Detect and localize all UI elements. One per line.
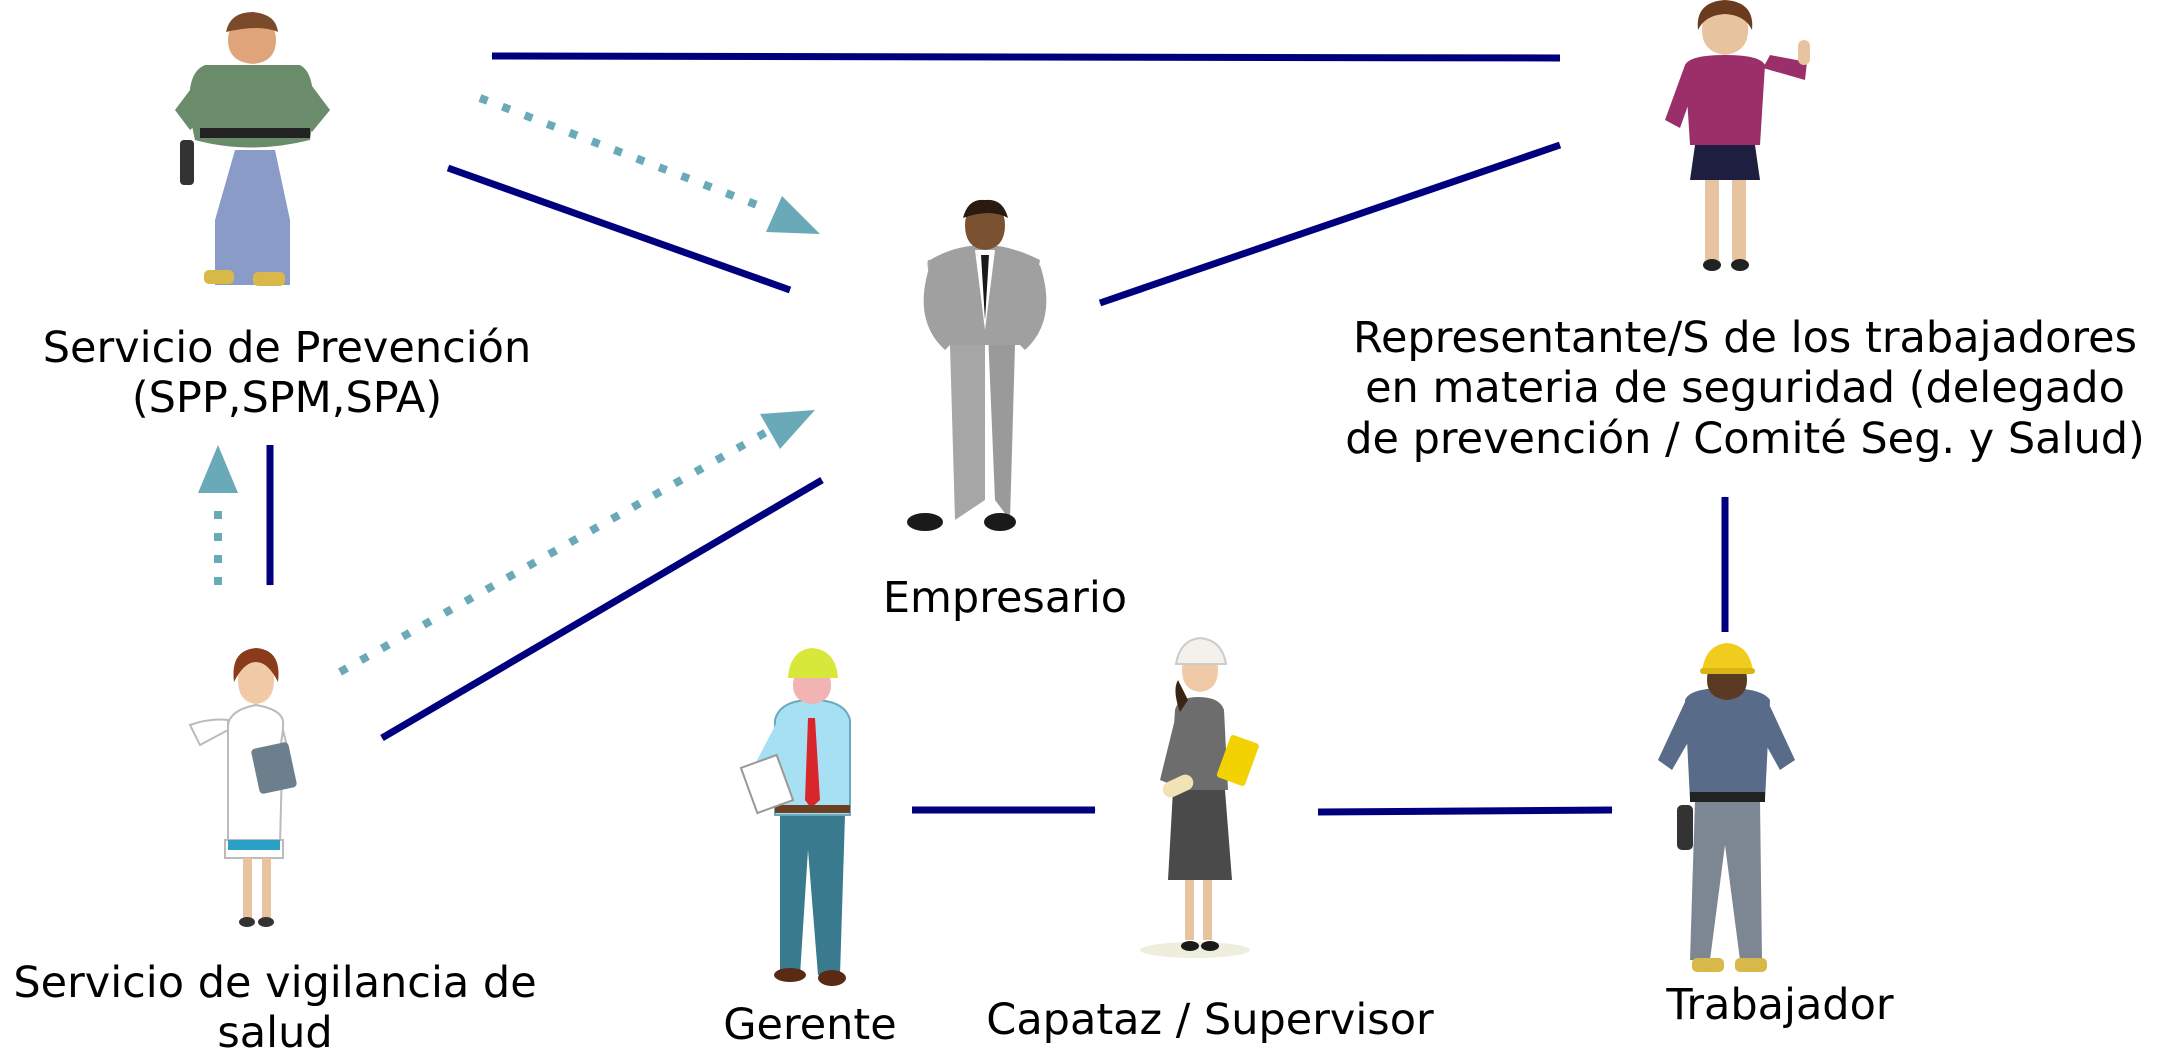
supervisor-woman-figure — [1140, 636, 1259, 958]
servicio-prevencion-line-1: Servicio de Prevención — [42, 323, 532, 373]
capataz-label: Capataz / Supervisor — [970, 995, 1450, 1045]
representante-label: Representante/S de los trabajadores en m… — [1340, 313, 2150, 464]
arrow-empresario-to-prevencion — [446, 164, 792, 294]
servicio-prevencion-label: Servicio de Prevención (SPP,SPM,SPA) — [37, 323, 537, 424]
worker-hardhat-figure — [1658, 643, 1795, 972]
arrow-empresario-to-vigilancia — [380, 476, 824, 742]
representante-line-1: Representante/S de los trabajadores — [1353, 313, 2137, 363]
capataz-text: Capataz / Supervisor — [986, 995, 1434, 1045]
trabajador-label: Trabajador — [1615, 980, 1945, 1030]
servicio-prevencion-line-2: (SPP,SPM,SPA) — [131, 373, 443, 424]
gerente-label: Gerente — [690, 1000, 930, 1050]
manager-hardhat-figure — [739, 648, 851, 986]
arrow-representante-to-prevencion — [491, 52, 1561, 62]
representante-line-2: en materia de seguridad (delegado — [1365, 363, 2125, 414]
empresario-label: Empresario — [840, 573, 1170, 623]
vigilancia-line-1: Servicio de vigilancia de — [13, 958, 537, 1008]
arrow-capataz-to-trabajador — [1317, 806, 1613, 816]
arrow-representante-to-empresario — [1098, 141, 1562, 307]
dotted-arrow-vigilancia-to-empresario — [338, 410, 815, 676]
dotted-arrow-prevencion-to-empresario — [478, 94, 820, 234]
vigilancia-label: Servicio de vigilancia de salud — [10, 958, 540, 1059]
gerente-text: Gerente — [723, 1000, 897, 1050]
businessman-figure — [907, 199, 1047, 531]
maintenance-worker-figure — [175, 12, 330, 286]
waving-woman-figure — [1665, 0, 1810, 271]
doctor-figure — [188, 648, 297, 927]
dotted-arrow-vigilancia-to-prevencion — [198, 445, 238, 585]
trabajador-text: Trabajador — [1666, 980, 1894, 1030]
representante-line-3: de prevención / Comité Seg. y Salud) — [1345, 413, 2145, 464]
vigilancia-line-2: salud — [217, 1008, 333, 1059]
empresario-text: Empresario — [882, 573, 1128, 623]
